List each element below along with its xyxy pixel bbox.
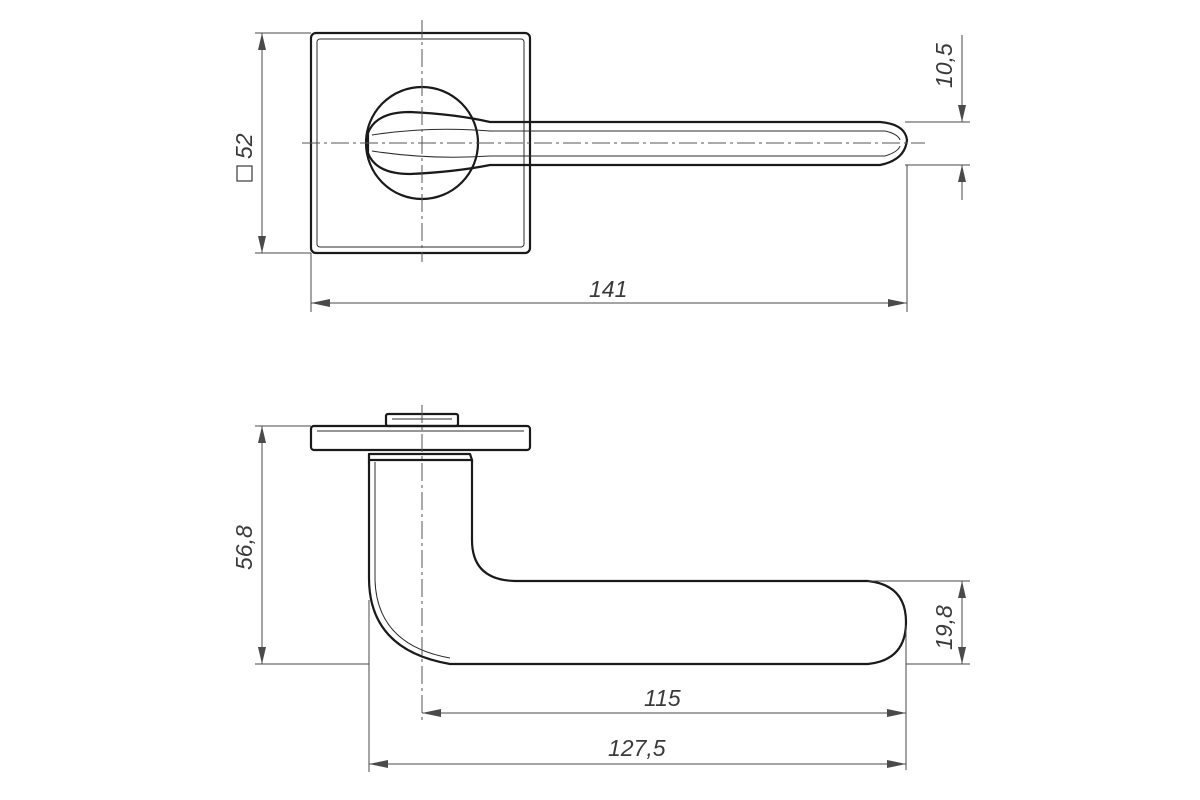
dim-grip-height-label: 19,8 [931,605,957,650]
dim-lever-length: 115 [422,625,907,770]
dim-overall-length-label: 141 [589,276,627,302]
lever-top-outline [366,110,909,176]
lever-side-outline [367,458,908,666]
dim-handle-thickness: 10,5 [905,35,970,200]
dim-lever-length-label: 115 [644,685,681,711]
dim-handle-thickness-label: 10,5 [931,43,957,88]
dim-total-length: 127,5 [368,600,906,772]
dim-projection: 56,8 [231,425,369,665]
top-view [302,20,925,262]
dim-projection-label: 56,8 [231,525,257,570]
dim-plate-square: 52 [231,32,311,254]
rose-side-outline [309,424,532,452]
square-symbol-icon [236,165,253,182]
side-view [309,405,908,720]
lever-top-ridge-upper [371,128,901,141]
dim-overall-length: 141 [310,165,908,312]
lever-top-ridge-lower [371,145,901,158]
lever-side-inner-line [374,462,451,659]
dim-total-length-label: 127,5 [608,735,666,761]
lever-collar [367,452,474,462]
dim-grip-height: 19,8 [868,580,970,665]
dim-plate-square-label: 52 [231,133,257,159]
